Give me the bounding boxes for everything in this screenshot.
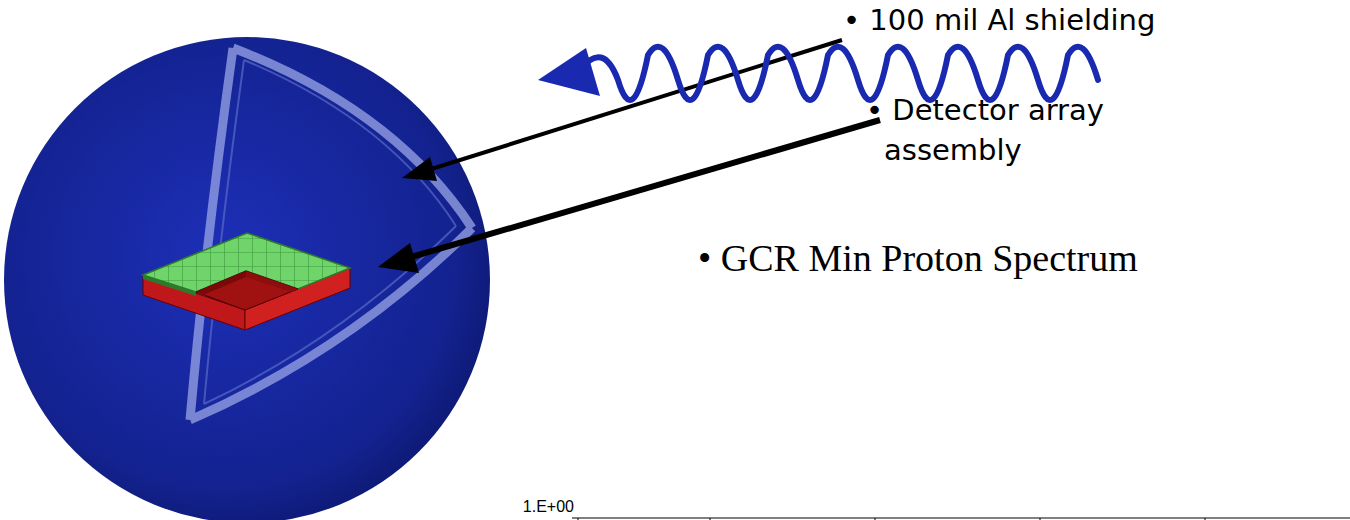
radiation-wave (538, 47, 1098, 100)
shield-sphere (4, 37, 490, 520)
cutaway-inner (204, 60, 456, 404)
axis-tick-label: 1.E+00 (523, 498, 574, 516)
shield-label: • 100 mil Al shielding (843, 0, 1155, 40)
cutaway-outline (190, 48, 472, 420)
detector-array (143, 233, 350, 330)
spectrum-label: • GCR Min Proton Spectrum (698, 236, 1138, 280)
detector-label: • Detector array assembly (866, 90, 1214, 170)
chart-frame (572, 518, 1350, 520)
